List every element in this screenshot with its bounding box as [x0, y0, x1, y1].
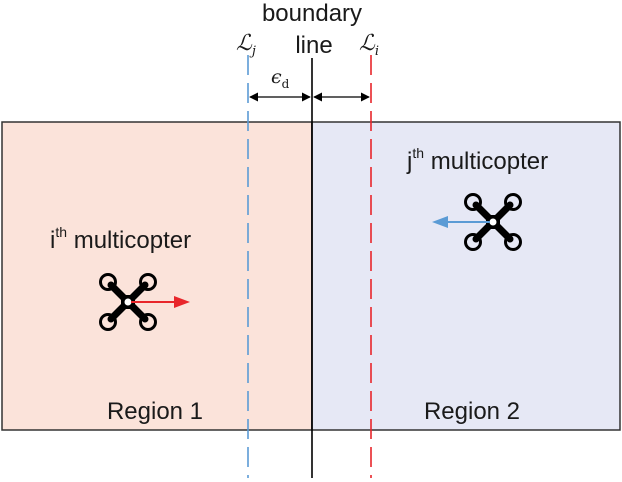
boundary-label-line2: line	[295, 32, 332, 59]
multicopter-j-icon	[464, 193, 522, 251]
region-2-label: Region 2	[424, 398, 520, 425]
velocity-arrow-i	[131, 296, 190, 308]
label-i-multicopter: ith multicopter	[50, 224, 191, 254]
region-1-area	[1, 121, 313, 431]
label-l-j: ℒj	[236, 31, 256, 59]
multicopter-i-icon	[99, 273, 157, 331]
label-j-multicopter: jth multicopter	[406, 145, 548, 175]
label-epsilon-d: ϵd	[271, 66, 290, 91]
region-1-label: Region 1	[107, 398, 203, 425]
region-2-area	[311, 121, 621, 431]
label-l-i: ℒi	[359, 31, 379, 59]
boundary-label-line1: boundary	[262, 0, 362, 27]
velocity-arrow-j	[432, 216, 490, 228]
